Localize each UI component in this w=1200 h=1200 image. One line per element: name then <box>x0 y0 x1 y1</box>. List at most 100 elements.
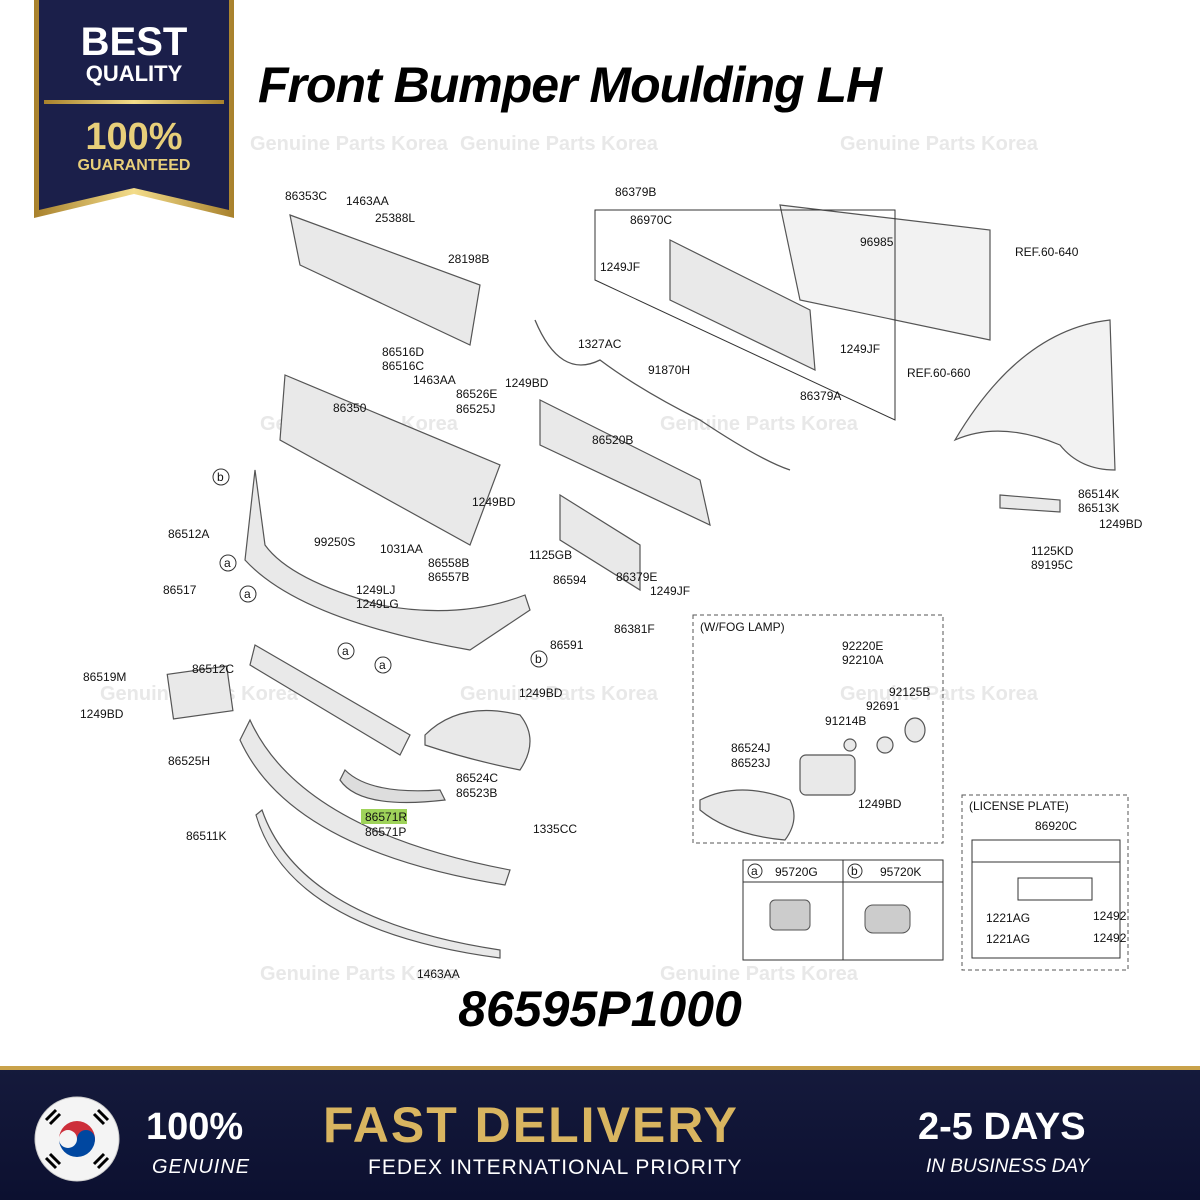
front-bumper-cover <box>244 469 531 651</box>
fast-delivery-headline: FAST DELIVERY <box>323 1097 739 1153</box>
fog-lamp-cover-alt <box>699 789 795 841</box>
part-label: 1031AA <box>380 542 423 556</box>
part-label: 86516C <box>382 359 424 373</box>
fog-lamp-box <box>692 614 944 844</box>
delivery-days-sub: IN BUSINESS DAY <box>926 1156 1090 1177</box>
watermark-text: Genuine Parts Korea <box>660 963 859 985</box>
part-label: 1249BD <box>1099 517 1143 531</box>
part-label: 86379A <box>800 389 841 403</box>
page-title: Front Bumper Moulding LH <box>258 57 882 113</box>
callouts: a a a a b b <box>212 468 548 674</box>
part-label: 1463AA <box>346 194 389 208</box>
part-label: 1249JF <box>840 342 880 356</box>
part-label: 92125B <box>889 685 930 699</box>
korea-flag-icon <box>34 1096 120 1182</box>
part-label: 92691 <box>866 699 900 713</box>
part-label: 1335CC <box>533 822 577 836</box>
flap-assembly-box <box>594 209 896 421</box>
part-label: 1249BD <box>519 686 563 700</box>
part-label: 95720K <box>880 865 921 879</box>
fog-bulb <box>843 738 857 752</box>
watermark-text: Genuine Parts Korea <box>460 683 659 705</box>
lower-grille <box>249 644 411 756</box>
genuine-percent: 100% <box>146 1106 244 1148</box>
part-label: 86350 <box>333 401 367 415</box>
fog-cap <box>904 717 926 743</box>
callout-letter: b <box>851 864 858 878</box>
part-label: 1125KD <box>1031 544 1074 558</box>
badge-percent: 100% <box>85 116 183 158</box>
part-label: 1463AA <box>413 373 456 387</box>
watermark-text: Genuine Parts Korea <box>250 133 449 155</box>
radiator-support <box>779 204 991 341</box>
part-label: 86516D <box>382 345 424 359</box>
crash-absorber <box>539 399 711 527</box>
part-label: 86571P <box>365 825 406 839</box>
part-label: 86511K <box>186 829 226 843</box>
genuine-label: GENUINE <box>152 1156 251 1178</box>
watermark-text: Genuine Parts Korea <box>840 683 1039 705</box>
parking-sensor-a <box>769 899 811 931</box>
license-plate-labels: (LICENSE PLATE) 86920C 1221AG 12492 1221… <box>969 799 1127 946</box>
part-label: 91214B <box>825 714 866 728</box>
callout-letter: b <box>217 470 224 484</box>
fog-lamp <box>799 754 856 796</box>
part-label: 86379B <box>615 185 656 199</box>
air-guard <box>559 493 641 592</box>
part-label: 1125GB <box>529 548 572 562</box>
part-label: 86519M <box>83 670 126 684</box>
part-label: 92210A <box>842 653 883 667</box>
part-label: 89195C <box>1031 558 1073 572</box>
part-label: 1249LJ <box>356 583 395 597</box>
part-label: 12492 <box>1093 909 1127 923</box>
license-plate-box <box>961 794 1129 971</box>
part-label: REF.60-640 <box>1015 245 1079 259</box>
callout-letter: a <box>379 658 386 672</box>
part-label: REF.60-660 <box>907 366 971 380</box>
callout-circle <box>747 863 763 879</box>
callout-circle <box>219 554 237 572</box>
delivery-days: 2-5 DAYS <box>918 1106 1086 1148</box>
part-label: 25388L <box>375 211 415 225</box>
watermark-text: Genuine Parts Korea <box>660 413 859 435</box>
part-label: 1249BD <box>80 707 124 721</box>
part-label: 12492 <box>1093 931 1127 945</box>
part-label: 92220E <box>842 639 883 653</box>
part-label: 1221AG <box>986 911 1030 925</box>
callout-circle <box>847 863 863 879</box>
fog-socket <box>876 736 894 754</box>
sensor-labels: a 95720G b 95720K <box>747 863 921 879</box>
upper-grille-cover <box>289 214 481 346</box>
part-label: 91870H <box>648 363 690 377</box>
part-label: 86520B <box>592 433 633 447</box>
part-label: 86513K <box>1078 501 1119 515</box>
part-label: 86525J <box>456 402 495 416</box>
part-label: 86512C <box>192 662 234 676</box>
watermark-text: Genuine Parts Korea <box>460 133 659 155</box>
callout-letter: a <box>342 644 349 658</box>
badge-quality: QUALITY <box>85 61 183 86</box>
part-label: 86523J <box>731 756 770 770</box>
license-plate-slot <box>1017 877 1093 901</box>
part-label: 1249LG <box>356 597 399 611</box>
callout-letter: b <box>535 652 542 666</box>
part-label: 28198B <box>448 252 489 266</box>
part-label: 86525H <box>168 754 210 768</box>
part-label: 86517 <box>163 583 197 597</box>
part-label: 1249BD <box>505 376 549 390</box>
fog-lamp-labels: (W/FOG LAMP) 92220E 92210A 92125B 92691 … <box>700 620 930 811</box>
part-label: 86523B <box>456 786 497 800</box>
callout-letter: a <box>224 556 231 570</box>
part-label: 86524C <box>456 771 498 785</box>
highlighted-part-bg <box>361 809 407 824</box>
bumper-moulding <box>339 768 446 804</box>
part-label: 86594 <box>553 573 587 587</box>
part-label: 86557B <box>428 570 469 584</box>
part-label: 86381F <box>614 622 655 636</box>
part-label: 86970C <box>630 213 672 227</box>
footer-banner: 100% GENUINE FAST DELIVERY FEDEX INTERNA… <box>0 1066 1200 1200</box>
part-label: 86524J <box>731 741 770 755</box>
part-label: 1221AG <box>986 932 1030 946</box>
part-label: 86514K <box>1078 487 1119 501</box>
part-label: 86512A <box>168 527 209 541</box>
